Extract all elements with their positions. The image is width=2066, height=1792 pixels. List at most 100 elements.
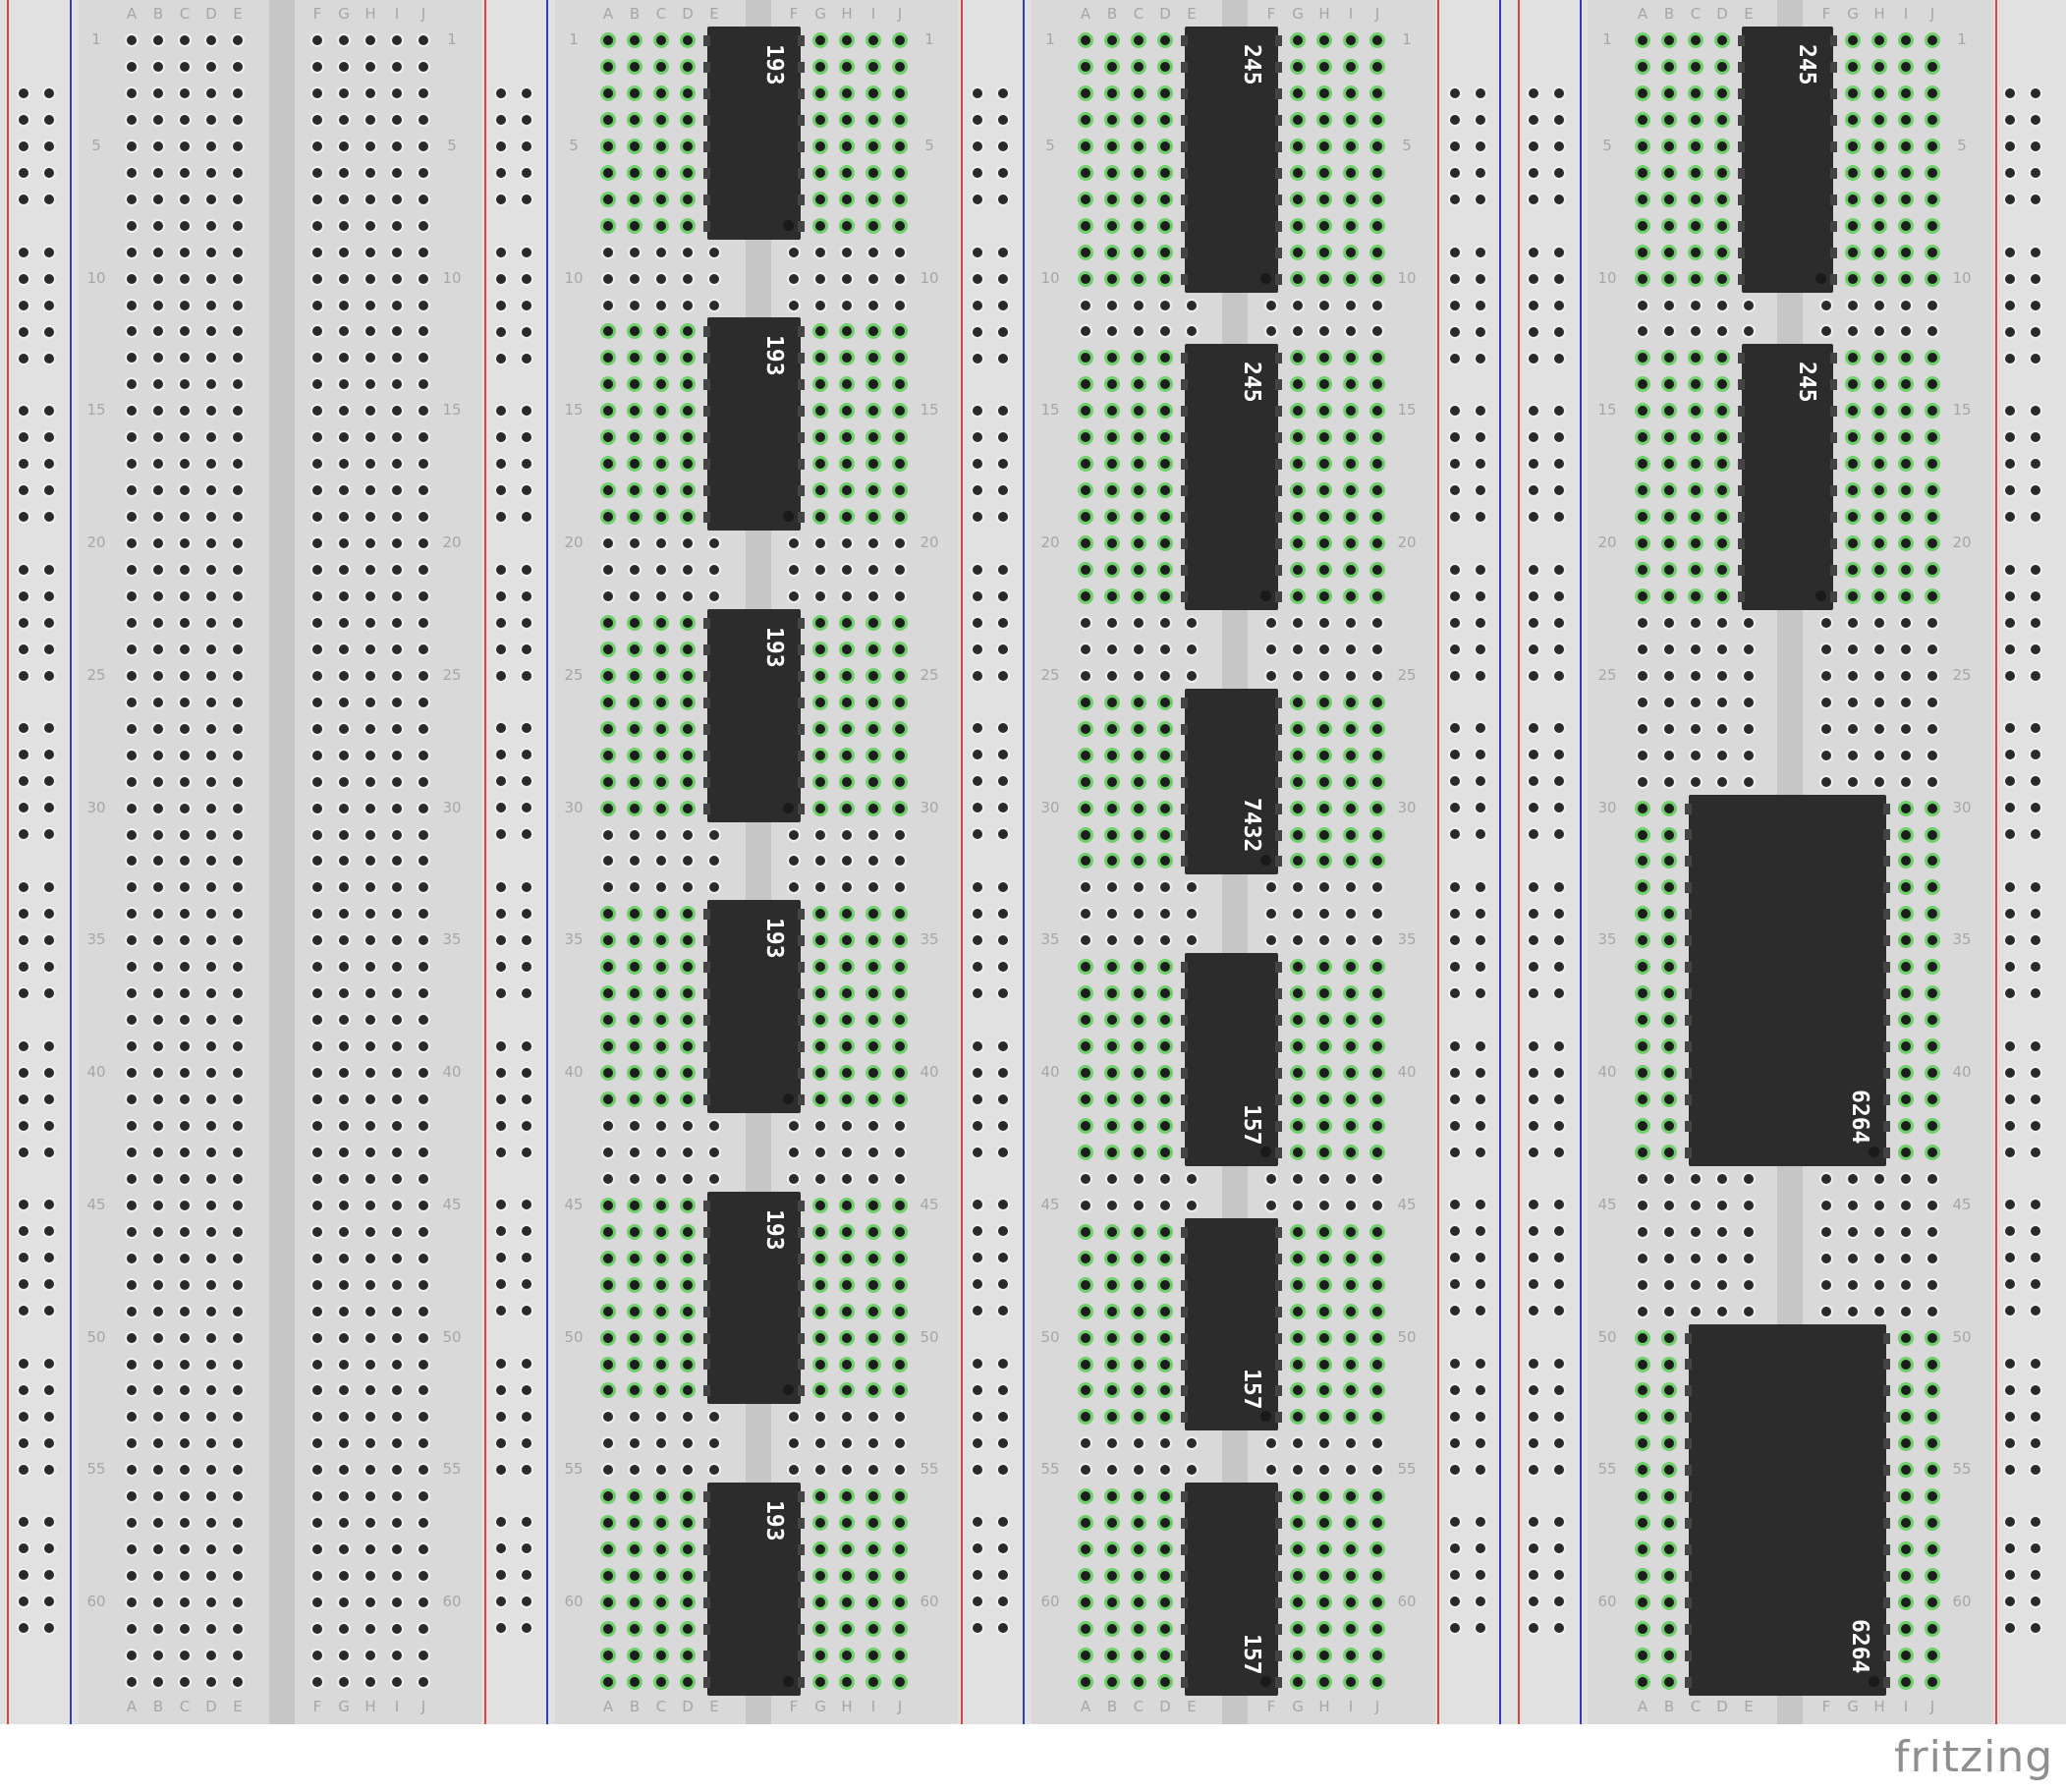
breadboard-hole[interactable] <box>1874 220 1884 231</box>
power-rail-hole[interactable] <box>1529 1596 1538 1607</box>
breadboard-hole[interactable] <box>842 1385 852 1396</box>
breadboard-hole[interactable] <box>233 1226 243 1237</box>
breadboard-hole[interactable] <box>842 1412 852 1423</box>
breadboard-hole[interactable] <box>603 273 613 284</box>
breadboard-hole[interactable] <box>656 882 666 893</box>
breadboard-hole[interactable] <box>789 1438 799 1449</box>
breadboard-hole[interactable] <box>1874 1279 1884 1290</box>
breadboard-hole[interactable] <box>842 406 852 417</box>
breadboard-hole[interactable] <box>789 1412 799 1423</box>
breadboard-hole[interactable] <box>1372 140 1382 151</box>
breadboard-hole[interactable] <box>815 220 825 231</box>
breadboard-hole[interactable] <box>233 1173 243 1184</box>
breadboard-hole[interactable] <box>180 1597 190 1608</box>
breadboard-hole[interactable] <box>180 909 190 920</box>
breadboard-hole[interactable] <box>1927 1041 1937 1052</box>
breadboard-hole[interactable] <box>312 35 322 45</box>
breadboard-hole[interactable] <box>1927 723 1937 734</box>
power-rail-hole[interactable] <box>1476 1464 1485 1475</box>
breadboard-hole[interactable] <box>1664 538 1674 549</box>
breadboard-hole[interactable] <box>1821 1253 1831 1263</box>
breadboard-hole[interactable] <box>392 856 402 867</box>
breadboard-hole[interactable] <box>365 1015 375 1026</box>
power-rail-hole[interactable] <box>522 564 531 575</box>
power-rail-hole[interactable] <box>44 909 54 919</box>
power-rail-hole[interactable] <box>973 723 982 734</box>
breadboard-hole[interactable] <box>180 512 190 523</box>
power-rail-hole[interactable] <box>998 485 1008 496</box>
breadboard-hole[interactable] <box>1744 1306 1754 1316</box>
power-rail-hole[interactable] <box>1554 1437 1564 1448</box>
breadboard-hole[interactable] <box>1664 882 1674 893</box>
breadboard-hole[interactable] <box>603 1465 613 1476</box>
power-rail-hole[interactable] <box>19 1253 28 1263</box>
breadboard-hole[interactable] <box>842 1650 852 1660</box>
breadboard-hole[interactable] <box>392 1544 402 1555</box>
power-rail-hole[interactable] <box>1450 300 1460 310</box>
breadboard-hole[interactable] <box>1134 590 1144 601</box>
power-rail-hole[interactable] <box>522 512 531 523</box>
breadboard-hole[interactable] <box>1848 1200 1858 1210</box>
breadboard-hole[interactable] <box>365 1518 375 1529</box>
breadboard-hole[interactable] <box>683 935 693 946</box>
breadboard-hole[interactable] <box>1927 1544 1937 1555</box>
breadboard-hole[interactable] <box>1901 962 1911 973</box>
power-rail-hole[interactable] <box>973 115 982 125</box>
breadboard-hole[interactable] <box>153 1544 163 1555</box>
breadboard-hole[interactable] <box>895 750 905 760</box>
breadboard-hole[interactable] <box>1717 300 1727 310</box>
breadboard-hole[interactable] <box>1717 1253 1727 1263</box>
power-rail-hole[interactable] <box>1529 168 1538 178</box>
power-rail-hole[interactable] <box>998 1120 1008 1131</box>
breadboard-hole[interactable] <box>683 882 693 893</box>
breadboard-hole[interactable] <box>1346 723 1356 734</box>
breadboard-hole[interactable] <box>1927 1120 1937 1131</box>
breadboard-hole[interactable] <box>1927 1571 1937 1582</box>
breadboard-hole[interactable] <box>419 1200 428 1210</box>
power-rail-hole[interactable] <box>973 326 982 337</box>
breadboard-hole[interactable] <box>339 1412 349 1423</box>
breadboard-hole[interactable] <box>365 1147 375 1157</box>
breadboard-hole[interactable] <box>1901 326 1911 337</box>
breadboard-hole[interactable] <box>206 1015 216 1026</box>
breadboard-hole[interactable] <box>312 1200 322 1210</box>
breadboard-hole[interactable] <box>1346 776 1356 787</box>
breadboard-hole[interactable] <box>815 300 825 310</box>
breadboard-hole[interactable] <box>868 723 878 734</box>
power-rail-hole[interactable] <box>522 1517 531 1528</box>
power-rail-hole[interactable] <box>496 88 506 98</box>
breadboard-hole[interactable] <box>656 1544 666 1555</box>
breadboard-hole[interactable] <box>1927 776 1937 787</box>
breadboard-hole[interactable] <box>1346 61 1356 72</box>
breadboard-hole[interactable] <box>206 590 216 601</box>
power-rail-hole[interactable] <box>496 564 506 575</box>
breadboard-hole[interactable] <box>1134 326 1144 337</box>
breadboard-hole[interactable] <box>603 1015 613 1026</box>
breadboard-hole[interactable] <box>1293 1200 1303 1210</box>
breadboard-hole[interactable] <box>1848 406 1858 417</box>
breadboard-hole[interactable] <box>419 1306 428 1316</box>
breadboard-hole[interactable] <box>815 87 825 98</box>
breadboard-hole[interactable] <box>127 750 137 760</box>
breadboard-hole[interactable] <box>1638 909 1647 920</box>
breadboard-hole[interactable] <box>1293 1094 1303 1104</box>
breadboard-hole[interactable] <box>1638 565 1647 575</box>
breadboard-hole[interactable] <box>127 1624 137 1634</box>
breadboard-hole[interactable] <box>895 1173 905 1184</box>
breadboard-hole[interactable] <box>206 803 216 813</box>
breadboard-hole[interactable] <box>1160 856 1170 867</box>
power-rail-hole[interactable] <box>44 1517 54 1528</box>
breadboard-hole[interactable] <box>365 882 375 893</box>
breadboard-hole[interactable] <box>630 1412 640 1423</box>
breadboard-hole[interactable] <box>233 803 243 813</box>
breadboard-hole[interactable] <box>1901 882 1911 893</box>
breadboard-hole[interactable] <box>365 1173 375 1184</box>
power-rail-hole[interactable] <box>496 1358 506 1369</box>
breadboard-hole[interactable] <box>1372 988 1382 999</box>
breadboard-hole[interactable] <box>180 670 190 681</box>
breadboard-hole[interactable] <box>1927 61 1937 72</box>
breadboard-hole[interactable] <box>1664 273 1674 284</box>
breadboard-hole[interactable] <box>1927 1438 1937 1449</box>
breadboard-hole[interactable] <box>127 194 137 204</box>
breadboard-hole[interactable] <box>1638 962 1647 973</box>
